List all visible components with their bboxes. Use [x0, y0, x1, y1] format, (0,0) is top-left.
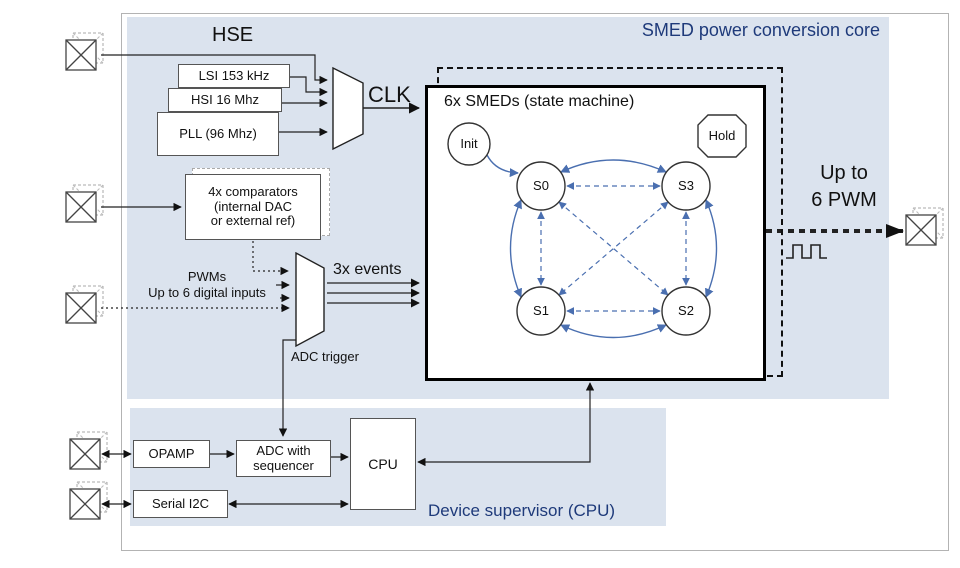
hsi-label: HSI 16 Mhz — [191, 91, 259, 107]
clock-mux-shape — [332, 66, 364, 151]
event-mux-shape — [295, 251, 325, 348]
init-transition — [486, 154, 519, 178]
state-s2 — [661, 286, 711, 336]
state-hold-label: Hold — [709, 128, 736, 143]
serial-i2c-box: Serial I2C — [133, 490, 228, 518]
state-labels: Init Hold S0 S3 S1 S2 — [460, 128, 735, 318]
io-pad-icon — [69, 431, 108, 470]
events-label: 3x events — [333, 261, 402, 278]
pwm-inputs-label: PWMs Up to 6 digital inputs — [136, 269, 278, 300]
adc-line1: ADC with — [256, 442, 311, 458]
adc-trigger-label: ADC trigger — [291, 349, 359, 364]
state-cycle-transitions — [486, 154, 718, 339]
pwm-output-label: Up to 6 PWM — [788, 160, 900, 214]
state-hold — [697, 114, 747, 158]
wire-hse — [101, 54, 328, 85]
io-pad-icon — [65, 184, 104, 223]
clock-box-pll: PLL (96 Mhz) — [157, 112, 279, 156]
state-s3-label: S3 — [678, 178, 694, 193]
wires — [101, 54, 904, 509]
cpu-box: CPU — [350, 418, 416, 510]
adc-sequencer-box: ADC with sequencer — [236, 440, 331, 477]
wire-comparator-to-mux — [252, 241, 289, 276]
state-s0-label: S0 — [533, 178, 549, 193]
io-pad-icon — [69, 481, 108, 520]
device-supervisor-title: Device supervisor (CPU) — [428, 501, 616, 520]
io-pad-icon — [65, 285, 104, 324]
clock-box-lsi: LSI 153 kHz — [178, 64, 290, 88]
io-pad-icon — [65, 32, 104, 71]
pwm-output-line2: 6 PWM — [811, 189, 877, 211]
pwm-waveform-icon — [786, 244, 827, 259]
comparators-line3: or external ref) — [210, 213, 296, 229]
state-dashed-transitions — [537, 182, 690, 315]
state-s3 — [661, 161, 711, 211]
io-pad-icon — [905, 207, 944, 246]
smed-title: 6x SMEDs (state machine) — [444, 93, 635, 110]
comparators-box: 4x comparators (internal DAC or external… — [185, 174, 321, 240]
clock-box-hsi: HSI 16 Mhz — [168, 88, 282, 112]
state-s1-label: S1 — [533, 303, 549, 318]
cpu-label: CPU — [368, 455, 398, 472]
state-s0 — [516, 161, 566, 211]
smed-core-title: SMED power conversion core — [641, 20, 880, 40]
opamp-label: OPAMP — [148, 445, 195, 461]
state-nodes — [447, 114, 747, 336]
hse-label: HSE — [212, 24, 254, 46]
state-s1 — [516, 286, 566, 336]
comparators-line1: 4x comparators — [208, 183, 298, 199]
state-init-label: Init — [460, 136, 478, 151]
smed-box: 6x SMEDs (state machine) — [425, 85, 766, 381]
lsi-label: LSI 153 kHz — [198, 67, 270, 83]
pll-label: PLL (96 Mhz) — [179, 125, 257, 141]
digital-inputs-label: Up to 6 digital inputs — [148, 284, 266, 300]
state-diagram: Init Hold S0 S3 S1 S2 — [447, 114, 747, 339]
state-init — [447, 122, 491, 166]
adc-line2: sequencer — [253, 457, 314, 473]
wire-cpu-smed — [417, 382, 595, 467]
opamp-box: OPAMP — [133, 440, 210, 468]
pwm-output-line1: Up to — [820, 162, 868, 184]
pwms-label: PWMs — [187, 269, 227, 284]
clk-label: CLK — [368, 82, 411, 107]
state-s2-label: S2 — [678, 303, 694, 318]
serial-i2c-label: Serial I2C — [151, 495, 210, 511]
wire-lsi — [290, 76, 328, 97]
comparators-line2: (internal DAC — [213, 198, 293, 214]
outer-frame — [121, 13, 949, 551]
wire-adc-trigger — [278, 339, 299, 437]
